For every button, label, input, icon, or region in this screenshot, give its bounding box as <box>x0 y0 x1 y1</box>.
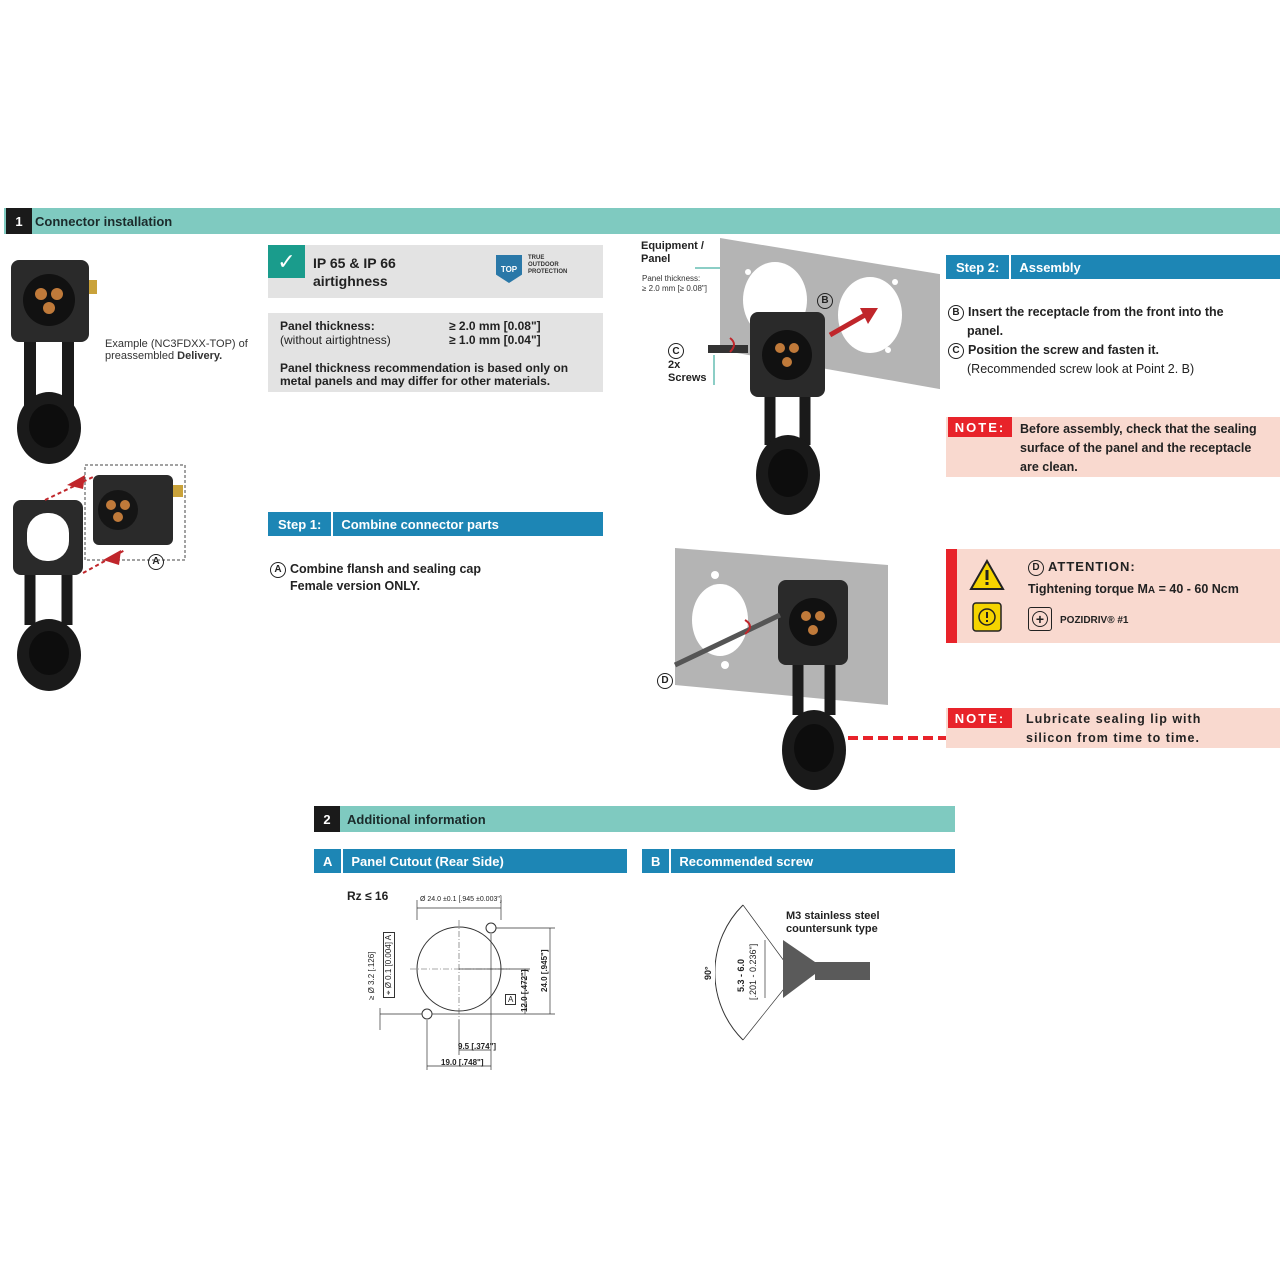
cutout-diameter: Ø 24.0 ±0.1 [.945 ±0.003"] <box>420 896 502 903</box>
screw-dim-mm: 5.3 - 6.0 <box>736 958 746 992</box>
marker-b: B <box>817 292 837 310</box>
step2-title: Assembly <box>1011 259 1081 275</box>
thickness-sublabel: (without airtightness) <box>280 333 391 347</box>
recommended-screw-letter: B <box>651 853 661 869</box>
step1-title: Combine connector parts <box>333 516 499 532</box>
step1-label: Step 1: <box>278 516 322 532</box>
screws-callout: C 2x Screws <box>668 343 707 385</box>
screw-angle: 90° <box>703 966 713 980</box>
connector-parts-image <box>13 464 186 691</box>
top-shield-icon: TOP <box>496 255 522 283</box>
assembly-illustration <box>695 238 940 515</box>
thickness-note: Panel thickness recommendation is based … <box>280 361 569 388</box>
panel-cutout-title: Panel Cutout (Rear Side) <box>343 853 504 869</box>
ip-rating-box: ✓ IP 65 & IP 66 airtighness TOP TRUE OUT… <box>268 245 603 298</box>
pozidriv-icon: + <box>1028 607 1052 631</box>
torque-icon <box>972 602 1002 632</box>
check-icon: ✓ <box>268 245 305 278</box>
equipment-thickness: Panel thickness: ≥ 2.0 mm [≥ 0.08"] <box>642 274 707 293</box>
connector-preassembled-image <box>11 260 97 464</box>
note2-label: NOTE: <box>948 708 1012 728</box>
marker-d: D <box>657 672 677 690</box>
screw-dim-inch: [.201 - 0.236"] <box>748 943 758 1000</box>
recommended-screw-title: Recommended screw <box>671 853 814 869</box>
note1-label: NOTE: <box>948 417 1012 437</box>
ip-title: IP 65 & IP 66 airtighness <box>313 255 396 289</box>
step2-header: Step 2: Assembly <box>946 255 1280 279</box>
cutout-datum: A <box>505 994 517 1005</box>
section1-header: 1 Connector installation <box>4 208 1280 234</box>
screw-description: M3 stainless steel countersunk type <box>786 910 880 935</box>
warning-icon <box>969 559 1005 590</box>
panel-thickness-box: Panel thickness: (without airtightness) … <box>268 313 603 392</box>
note2-box: NOTE: Lubricate sealing lip with silicon… <box>946 708 1280 748</box>
note1-text: Before assembly, check that the sealing … <box>1020 422 1257 474</box>
section2-number: 2 <box>314 806 340 832</box>
marker-a-step1: A <box>270 561 286 578</box>
roughness-label: Rz ≤ 16 <box>347 889 389 903</box>
cutout-width-9-5: 9.5 [.374"] <box>458 1042 497 1051</box>
equipment-label: Equipment / Panel <box>641 240 704 265</box>
section2-header: 2 Additional information <box>314 806 955 832</box>
tightening-illustration <box>673 548 946 790</box>
torque-text: Tightening torque MA = 40 - 60 Ncm <box>1028 582 1239 596</box>
panel-cutout-letter: A <box>323 853 333 869</box>
note2-text: Lubricate sealing lip with silicon from … <box>1026 712 1202 745</box>
step1-header: Step 1: Combine connector parts <box>268 512 603 536</box>
marker-c: C <box>668 343 684 359</box>
section1-number: 1 <box>6 208 32 234</box>
thickness-value-2: ≥ 1.0 mm [0.04"] <box>449 333 541 347</box>
thickness-value-1: ≥ 2.0 mm [0.08"] <box>449 319 541 333</box>
marker-a: A <box>148 553 168 571</box>
cutout-hole-dim: ≥ Ø 3.2 [.126] <box>367 951 376 1000</box>
cutout-height-12: 12.0 [.472"] <box>520 969 529 1012</box>
section2-title: Additional information <box>347 812 486 827</box>
panel-cutout-header: A Panel Cutout (Rear Side) <box>314 849 627 873</box>
top-logo-caption: TRUE OUTDOOR PROTECTION <box>528 255 568 275</box>
cutout-drawing <box>379 900 555 1070</box>
note1-box: NOTE: Before assembly, check that the se… <box>946 417 1280 477</box>
thickness-label: Panel thickness: <box>280 319 375 333</box>
cutout-width-19: 19.0 [.748"] <box>441 1058 484 1067</box>
cutout-tolerance: ⌖ Ø 0.1 [0.004] A <box>383 931 395 998</box>
pozidriv-label: POZIDRIV® #1 <box>1060 615 1129 626</box>
example-caption: Example (NC3FDXX-TOP) of preassembled De… <box>105 338 248 362</box>
marker-d-attention: D <box>1028 559 1044 576</box>
section1-title: Connector installation <box>35 214 173 229</box>
step2-label: Step 2: <box>956 259 1000 275</box>
recommended-screw-header: B Recommended screw <box>642 849 955 873</box>
screw-drawing <box>715 904 870 1041</box>
cutout-height-24: 24.0 [.945"] <box>540 949 549 992</box>
